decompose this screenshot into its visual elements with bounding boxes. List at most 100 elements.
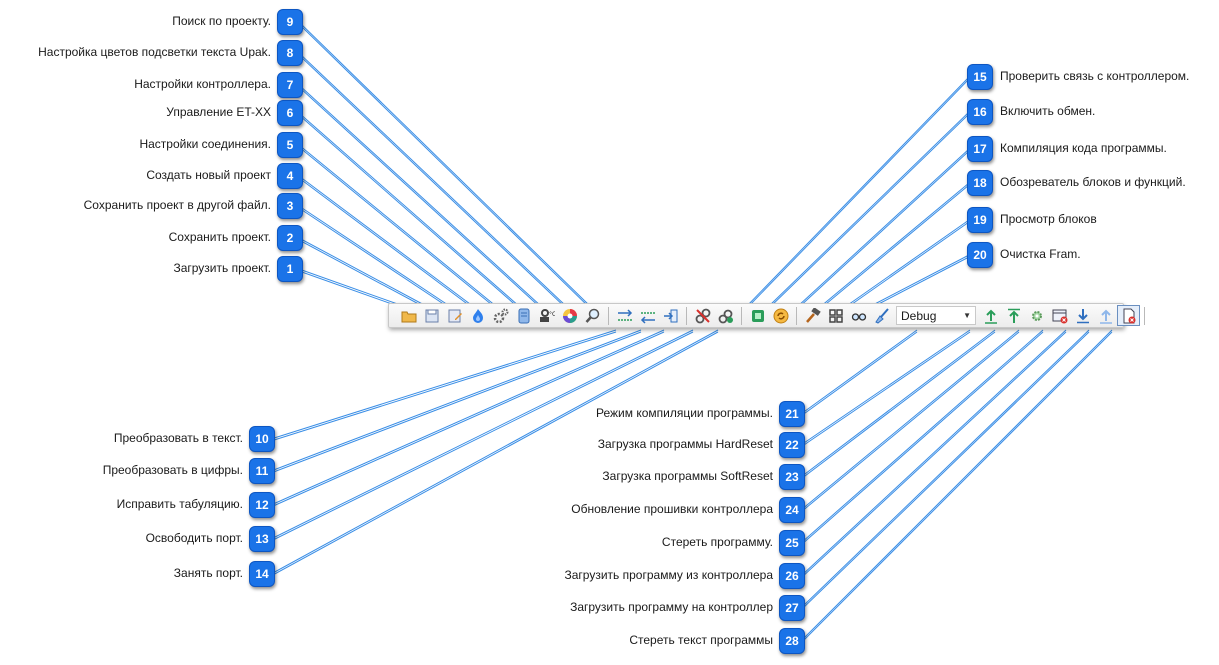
save-as-icon [448, 309, 462, 322]
controller-settings-icon: °C [539, 308, 555, 322]
enable-exchange-button[interactable] [769, 305, 792, 326]
callout-label-2: Сохранить проект. [168, 230, 271, 244]
callout-badge-22: 22 [779, 432, 805, 458]
callout-badge-14: 14 [249, 561, 275, 587]
acquire-port-button[interactable] [714, 305, 737, 326]
connector-line-25 [800, 329, 1044, 544]
download-from-controller-button[interactable] [1071, 305, 1094, 326]
connector-line-26 [800, 331, 1067, 579]
connector-line-5 [298, 146, 498, 310]
toolbar-separator [686, 306, 687, 325]
save-icon [425, 309, 438, 322]
connector-line-3 [298, 207, 452, 310]
download-from-controller-icon [1076, 308, 1089, 323]
controller-settings-button[interactable]: °C [535, 305, 558, 326]
callout-label-12: Исправить табуляцию. [116, 497, 243, 511]
connector-line-21 [800, 329, 918, 415]
connector-line-6 [298, 112, 521, 308]
callout-badge-13: 13 [249, 526, 275, 552]
release-port-icon [695, 308, 710, 323]
callout-label-22: Загрузка программы HardReset [597, 437, 773, 451]
hardreset-upload-button[interactable] [979, 305, 1002, 326]
convert-to-text-button[interactable] [613, 305, 636, 326]
block-browser-icon [828, 308, 843, 323]
svg-text:°C: °C [549, 311, 555, 318]
connector-line-26 [800, 329, 1067, 577]
clear-fram-icon [874, 307, 889, 324]
erase-program-icon [1052, 309, 1067, 323]
acquire-port-icon [718, 309, 733, 323]
block-browser-button[interactable] [824, 305, 847, 326]
connector-line-17 [796, 148, 970, 308]
callout-badge-20: 20 [967, 242, 993, 268]
callout-label-3: Сохранить проект в другой файл. [83, 198, 271, 212]
callout-badge-28: 28 [779, 628, 805, 654]
fix-tabs-icon [663, 309, 677, 322]
clear-fram-button[interactable] [870, 305, 893, 326]
callout-label-7: Настройки контроллера. [134, 77, 271, 91]
check-connection-button[interactable] [746, 305, 769, 326]
callout-label-8: Настройка цветов подсветки текста Upak. [38, 45, 271, 59]
fix-tabs-button[interactable] [659, 305, 682, 326]
convert-to-digits-button[interactable] [636, 305, 659, 326]
callout-label-6: Управление ET-XX [166, 105, 271, 119]
save-project-button[interactable] [420, 305, 443, 326]
callout-label-5: Настройки соединения. [139, 137, 271, 151]
connector-line-6 [298, 114, 521, 310]
search-icon [585, 308, 599, 323]
save-as-button[interactable] [443, 305, 466, 326]
check-link-icon [751, 309, 764, 322]
callout-badge-4: 4 [277, 163, 303, 189]
callout-badge-25: 25 [779, 530, 805, 556]
connector-line-25 [800, 331, 1044, 546]
connector-line-11 [270, 329, 642, 472]
connector-line-28 [800, 331, 1113, 644]
color-palette-icon [562, 308, 577, 323]
release-port-button[interactable] [691, 305, 714, 326]
callout-label-25: Стереть программу. [661, 535, 773, 549]
callout-label-23: Загрузка программы SoftReset [602, 469, 773, 483]
et-xx-button[interactable] [512, 305, 535, 326]
erase-text-button[interactable] [1117, 305, 1140, 326]
connector-line-22 [800, 331, 971, 448]
toolbar-separator [741, 306, 742, 325]
connector-line-27 [800, 329, 1090, 609]
connector-line-4 [298, 175, 475, 308]
highlight-colors-button[interactable] [558, 305, 581, 326]
callout-badge-27: 27 [779, 595, 805, 621]
connector-line-14 [270, 331, 719, 577]
search-project-button[interactable] [581, 305, 604, 326]
callout-badge-3: 3 [277, 193, 303, 219]
callout-badge-9: 9 [277, 9, 303, 35]
callout-badge-7: 7 [277, 72, 303, 98]
erase-program-button[interactable] [1048, 305, 1071, 326]
load-project-button[interactable] [397, 305, 420, 326]
connector-line-9 [298, 23, 592, 310]
firmware-update-button[interactable] [1025, 305, 1048, 326]
new-project-button[interactable] [466, 305, 489, 326]
connector-line-24 [800, 331, 1020, 513]
connector-line-7 [298, 84, 543, 308]
connector-line-24 [800, 329, 1020, 511]
callout-badge-6: 6 [277, 100, 303, 126]
connection-settings-button[interactable] [489, 305, 512, 326]
main-toolbar: °C Debug ▼ [388, 303, 1145, 328]
compile-button[interactable] [801, 305, 824, 326]
softreset-upload-button[interactable] [1002, 305, 1025, 326]
compile-mode-select[interactable]: Debug ▼ [896, 306, 976, 325]
connection-settings-icon [493, 308, 508, 323]
connector-line-20 [868, 254, 970, 308]
callout-badge-2: 2 [277, 225, 303, 251]
callout-badge-5: 5 [277, 132, 303, 158]
connector-line-27 [800, 331, 1090, 611]
callout-badge-19: 19 [967, 207, 993, 233]
callout-label-17: Компиляция кода программы. [1000, 141, 1167, 155]
connector-line-18 [819, 184, 970, 310]
callout-badge-8: 8 [277, 40, 303, 66]
connector-line-1 [298, 268, 407, 308]
connector-line-17 [796, 150, 970, 310]
view-blocks-button[interactable] [847, 305, 870, 326]
callout-badge-16: 16 [967, 99, 993, 125]
callout-badge-11: 11 [249, 458, 275, 484]
upload-to-controller-button[interactable] [1094, 305, 1117, 326]
